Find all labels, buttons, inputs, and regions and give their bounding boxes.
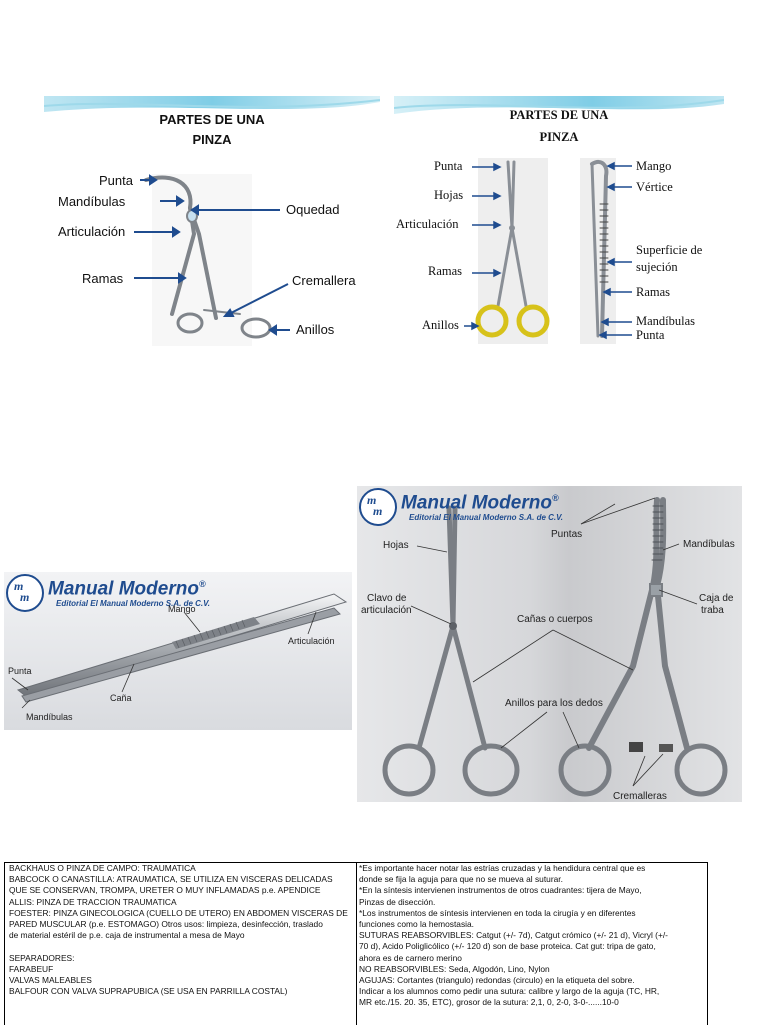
forceps-leader-lines [11,611,317,709]
label-ramas: Ramas [82,271,124,286]
forceps-serrated-grip [172,617,260,649]
scissors-hemostat-photo-artwork [357,486,742,802]
notes-line: ahora es de carnero merino [359,952,462,963]
label-mango-forceps: Mango [168,604,196,614]
scissors-photo [382,505,520,797]
notes-line: 70 d), Acido Poliglicólico (+/- 120 d) s… [359,941,656,952]
label-articulacion-forceps: Articulación [288,636,335,646]
brand-registered-mark-2: ® [551,493,559,503]
slide1-artwork [44,96,380,346]
notes-line: BALFOUR CON VALVA SUPRAPUBICA (SE USA EN… [9,986,288,997]
slide1-pointer-arrows [134,174,290,336]
label-anillos-scissors: Anillos [422,318,459,332]
label-articulacion-scissors: Articulación [396,217,459,231]
brand-registered-mark: ® [198,579,206,589]
slide-partes-pinza-1: PARTES DE UNA PINZA Punta Mandíbulas Art… [44,96,380,346]
scissors-drawing [475,160,550,338]
notes-line: donde se fija la aguja para que no se mu… [359,874,563,885]
notes-line: FOESTER: PINZA GINECOLOGICA (CUELLO DE U… [9,907,348,918]
label-punta-scissors: Punta [434,159,463,173]
label-punta-tweezers: Punta [636,328,665,342]
notes-line [9,941,349,952]
label-punta: Punta [99,173,133,188]
label-ramas-scissors: Ramas [428,264,463,278]
label-hojas: Hojas [434,188,464,202]
notes-line: BACKHAUS O PINZA DE CAMPO: TRAUMATICA [9,863,196,873]
brand-subtitle: Editorial El Manual Moderno S.A. de C.V. [56,599,210,609]
label-superficie-line2: sujeción [636,260,678,274]
notes-line: MR etc./15. 20. 35, ETC), grosor de la s… [359,997,619,1008]
notes-line: Pinzas de disección. [359,896,436,907]
slide-partes-pinza-2: PARTES DE UNA PINZA Punta Hojas Articula… [394,96,724,346]
label-superficie-line1: Superficie de [636,243,703,257]
brand-subtitle-2: Editorial El Manual Moderno S.A. de C.V. [409,513,563,523]
tweezers-drawing [590,159,609,338]
slide2-artwork [394,96,724,344]
slide2-title-line2: PINZA [539,130,579,144]
notes-line: *En la síntesis intervienen instrumentos… [359,885,642,896]
label-clavo-line1: Clavo de [367,593,407,604]
label-puntas-photo: Puntas [551,529,583,540]
label-anillos: Anillos [296,322,335,337]
decorative-wave [44,96,380,112]
notes-line: AGUJAS: Cortantes (triangulo) redondas (… [359,975,635,986]
label-clavo-line2: articulación [361,605,412,616]
notes-line: Indicar a los alumnos como pedir una sut… [359,986,660,997]
label-mandibulas-photo: Mandíbulas [683,539,735,550]
notes-line: ALLIS: PINZA DE TRACCION TRAUMATICA [9,896,177,907]
label-ramas-tweezers: Ramas [636,285,671,299]
label-mandibulas-forceps: Mandíbulas [26,712,73,722]
notes-line: BABCOCK O CANASTILLA: ATRAUMATICA, SE UT… [9,874,333,885]
brand-name: Manual Moderno [48,578,199,600]
label-hojas-photo: Hojas [383,540,409,551]
photo2-leader-lines [410,497,698,787]
slide1-title-line2: PINZA [192,132,232,147]
notes-line: de material estéril de p.e. caja de inst… [9,930,245,941]
notes-line: QUE SE CONSERVAN, TROMPA, URETER O MUY I… [9,885,321,896]
slide2-title: PARTES DE UNA PINZA [394,104,724,148]
notes-line: FARABEUF [9,963,54,974]
forceps-photo-artwork [4,572,352,730]
notes-line: PARED MUSCULAR (p.e. ESTOMAGO) Otros uso… [9,919,323,930]
slide1-title: PARTES DE UNA PINZA [44,110,380,150]
brand-name-2: Manual Moderno [401,492,552,514]
notes-right-column: *Es importante hacer notar las estrías c… [356,863,707,1025]
notes-line: funciones como la hemostasia. [359,919,474,930]
slide2-title-line1: PARTES DE UNA [509,108,609,122]
notes-line: NO REABSORVIBLES: Seda, Algodón, Lino, N… [359,963,550,974]
notes-line: VALVAS MALEABLES [9,975,92,986]
label-cana-forceps: Caña [110,693,132,703]
notes-line: SEPARADORES: [9,952,75,963]
notes-line: *Los instrumentos de síntesis interviene… [359,907,636,918]
forceps-lower-arm [21,607,341,703]
label-vertice: Vértice [636,180,673,194]
label-canas-photo: Cañas o cuerpos [517,614,593,625]
hemostat-photo [558,497,728,797]
slide2-pointer-arrows [464,161,632,340]
label-mandibulas-tweezers: Mandíbulas [636,314,696,328]
label-mandibulas: Mandíbulas [58,194,126,209]
label-mango: Mango [636,159,672,173]
label-caja-line1: Caja de [699,593,734,604]
label-oquedad: Oquedad [286,202,340,217]
label-anillos-photo: Anillos para los dedos [505,698,603,709]
label-caja-line2: traba [701,605,724,616]
notes-line: SUTURAS REABSORVIBLES: Catgut (+/- 7d), … [359,930,668,941]
label-articulacion: Articulación [58,224,126,239]
label-cremallera: Cremallera [292,273,356,288]
label-punta-forceps: Punta [8,666,32,676]
notes-line: *Es importante hacer notar las estrías c… [359,863,646,873]
label-cremalleras-photo: Cremalleras [613,791,667,802]
slide1-title-line1: PARTES DE UNA [159,112,265,127]
